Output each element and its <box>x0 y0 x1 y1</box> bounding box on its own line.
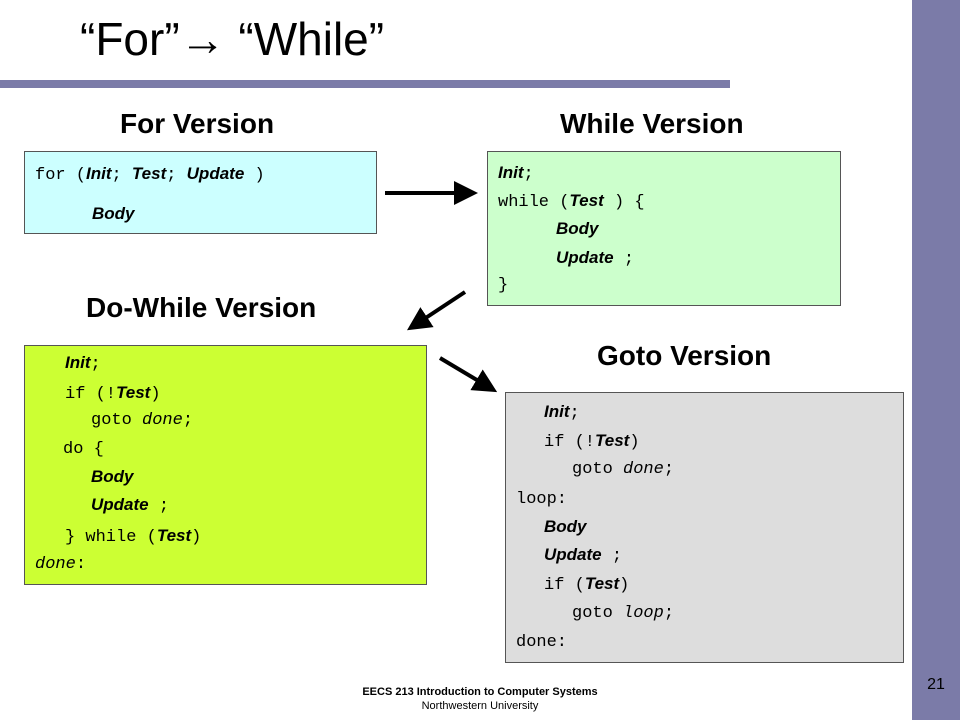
code-punct: ) <box>619 576 630 595</box>
while-line-4: Update ; <box>556 248 634 269</box>
code-label: done <box>623 460 664 479</box>
code-keyword: if ( <box>544 576 585 595</box>
page-number: 21 <box>927 676 945 693</box>
code-update: Update <box>556 248 614 267</box>
dowhile-line-5: Body <box>91 467 134 488</box>
code-label: loop: <box>516 490 568 509</box>
goto-line-3: goto done; <box>572 460 674 479</box>
code-punct: ; <box>663 604 675 623</box>
code-init: Init <box>65 353 91 372</box>
code-punct: ) <box>244 166 265 185</box>
for-line-1: for (Init; Test; Update ) <box>35 164 265 185</box>
code-test: Test <box>595 431 630 450</box>
code-keyword: while ( <box>498 193 570 212</box>
code-init: Init <box>498 163 524 182</box>
code-punct: ; <box>182 411 194 430</box>
code-body: Body <box>544 517 587 536</box>
heading-goto-version: Goto Version <box>597 340 772 371</box>
code-label: done <box>142 411 183 430</box>
for-line-2: Body <box>92 204 135 225</box>
code-init: Init <box>544 402 570 421</box>
dowhile-line-3: goto done; <box>91 411 193 430</box>
code-keyword: } while ( <box>65 528 157 547</box>
goto-code-box: Init; if (!Test) goto done; loop: Body U… <box>505 392 904 663</box>
code-update: Update <box>186 164 245 183</box>
goto-line-2: if (!Test) <box>544 431 640 452</box>
code-punct: ; <box>663 460 675 479</box>
arrow-while-to-dowhile <box>406 290 467 331</box>
code-keyword: goto <box>572 604 624 623</box>
code-punct: ) <box>191 528 202 547</box>
heading-for-version: For Version <box>120 108 275 139</box>
code-update: Update <box>544 545 602 564</box>
code-punct: ; <box>90 355 101 374</box>
code-test: Test <box>584 574 620 593</box>
code-keyword: do { <box>63 440 104 459</box>
code-keyword: if (! <box>65 385 117 404</box>
while-line-2: while (Test ) { <box>498 191 645 212</box>
code-punct: ; <box>148 497 170 516</box>
code-test: Test <box>116 383 151 402</box>
code-keyword: if (! <box>544 433 596 452</box>
while-line-1: Init; <box>498 163 534 184</box>
goto-line-4: loop: <box>516 490 567 509</box>
code-test: Test <box>131 164 167 183</box>
code-keyword: goto <box>91 411 143 430</box>
arrow-dowhile-to-goto <box>438 356 498 393</box>
code-init: Init <box>86 164 112 183</box>
goto-line-9: done: <box>516 633 567 652</box>
code-keyword: goto <box>572 460 624 479</box>
goto-line-6: Update ; <box>544 545 622 566</box>
code-label: done <box>35 555 76 574</box>
code-punct: : <box>75 555 87 574</box>
code-punct: ; <box>569 404 580 423</box>
goto-line-1: Init; <box>544 402 580 423</box>
sidebar-band <box>912 0 960 720</box>
heading-while-version: While Version <box>560 108 744 139</box>
code-punct: ; <box>166 166 187 185</box>
dowhile-line-2: if (!Test) <box>65 383 161 404</box>
while-line-5: } <box>498 276 508 295</box>
code-body: Body <box>91 467 134 486</box>
dowhile-line-6: Update ; <box>91 495 169 516</box>
dowhile-line-8: done: <box>35 555 86 574</box>
code-punct: ) <box>150 385 161 404</box>
dowhile-code-box: Init; if (!Test) goto done; do { Body Up… <box>24 345 427 585</box>
code-update: Update <box>91 495 149 514</box>
while-line-3: Body <box>556 219 599 240</box>
goto-line-7: if (Test) <box>544 574 629 595</box>
title-underline <box>0 80 730 88</box>
footer-course: EECS 213 Introduction to Computer System… <box>362 686 598 698</box>
code-punct: ; <box>601 547 623 566</box>
code-test: Test <box>569 191 604 210</box>
code-keyword: for ( <box>35 166 87 185</box>
code-label: loop <box>623 604 664 623</box>
code-punct: ) <box>629 433 640 452</box>
code-body: Body <box>92 204 135 223</box>
dowhile-line-4: do { <box>63 440 104 459</box>
code-label: done: <box>516 633 568 652</box>
goto-line-5: Body <box>544 517 587 538</box>
dowhile-line-7: } while (Test) <box>65 526 201 547</box>
for-code-box: for (Init; Test; Update ) Body <box>24 151 377 234</box>
code-punct: ) { <box>603 193 645 212</box>
slide-title: “For”→ “While” <box>80 13 385 65</box>
code-punct: ; <box>523 165 534 184</box>
code-body: Body <box>556 219 599 238</box>
dowhile-line-1: Init; <box>65 353 101 374</box>
while-code-box: Init; while (Test ) { Body Update ; } <box>487 151 841 306</box>
goto-line-8: goto loop; <box>572 604 674 623</box>
code-punct: ; <box>613 250 635 269</box>
heading-dowhile-version: Do-While Version <box>86 292 317 323</box>
footer-university: Northwestern University <box>421 700 539 712</box>
code-punct: } <box>498 276 509 295</box>
code-test: Test <box>156 526 192 545</box>
code-punct: ; <box>111 166 132 185</box>
